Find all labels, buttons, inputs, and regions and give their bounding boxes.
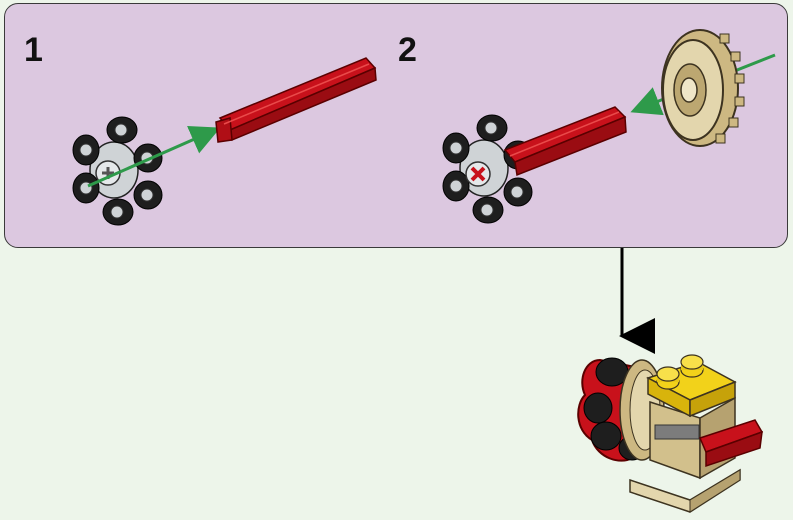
step-number-1: 1: [24, 31, 43, 69]
step1-wheel-hub-icon: [72, 116, 163, 226]
step2-red-axle-icon: [503, 106, 627, 177]
step1-assembly-arrow-icon: [87, 125, 221, 188]
step2-tan-gear-icon: [661, 29, 745, 147]
step1-red-axle-icon: [215, 57, 377, 143]
completed-assembly-icon: [577, 354, 764, 513]
step-number-2: 2: [398, 31, 417, 69]
